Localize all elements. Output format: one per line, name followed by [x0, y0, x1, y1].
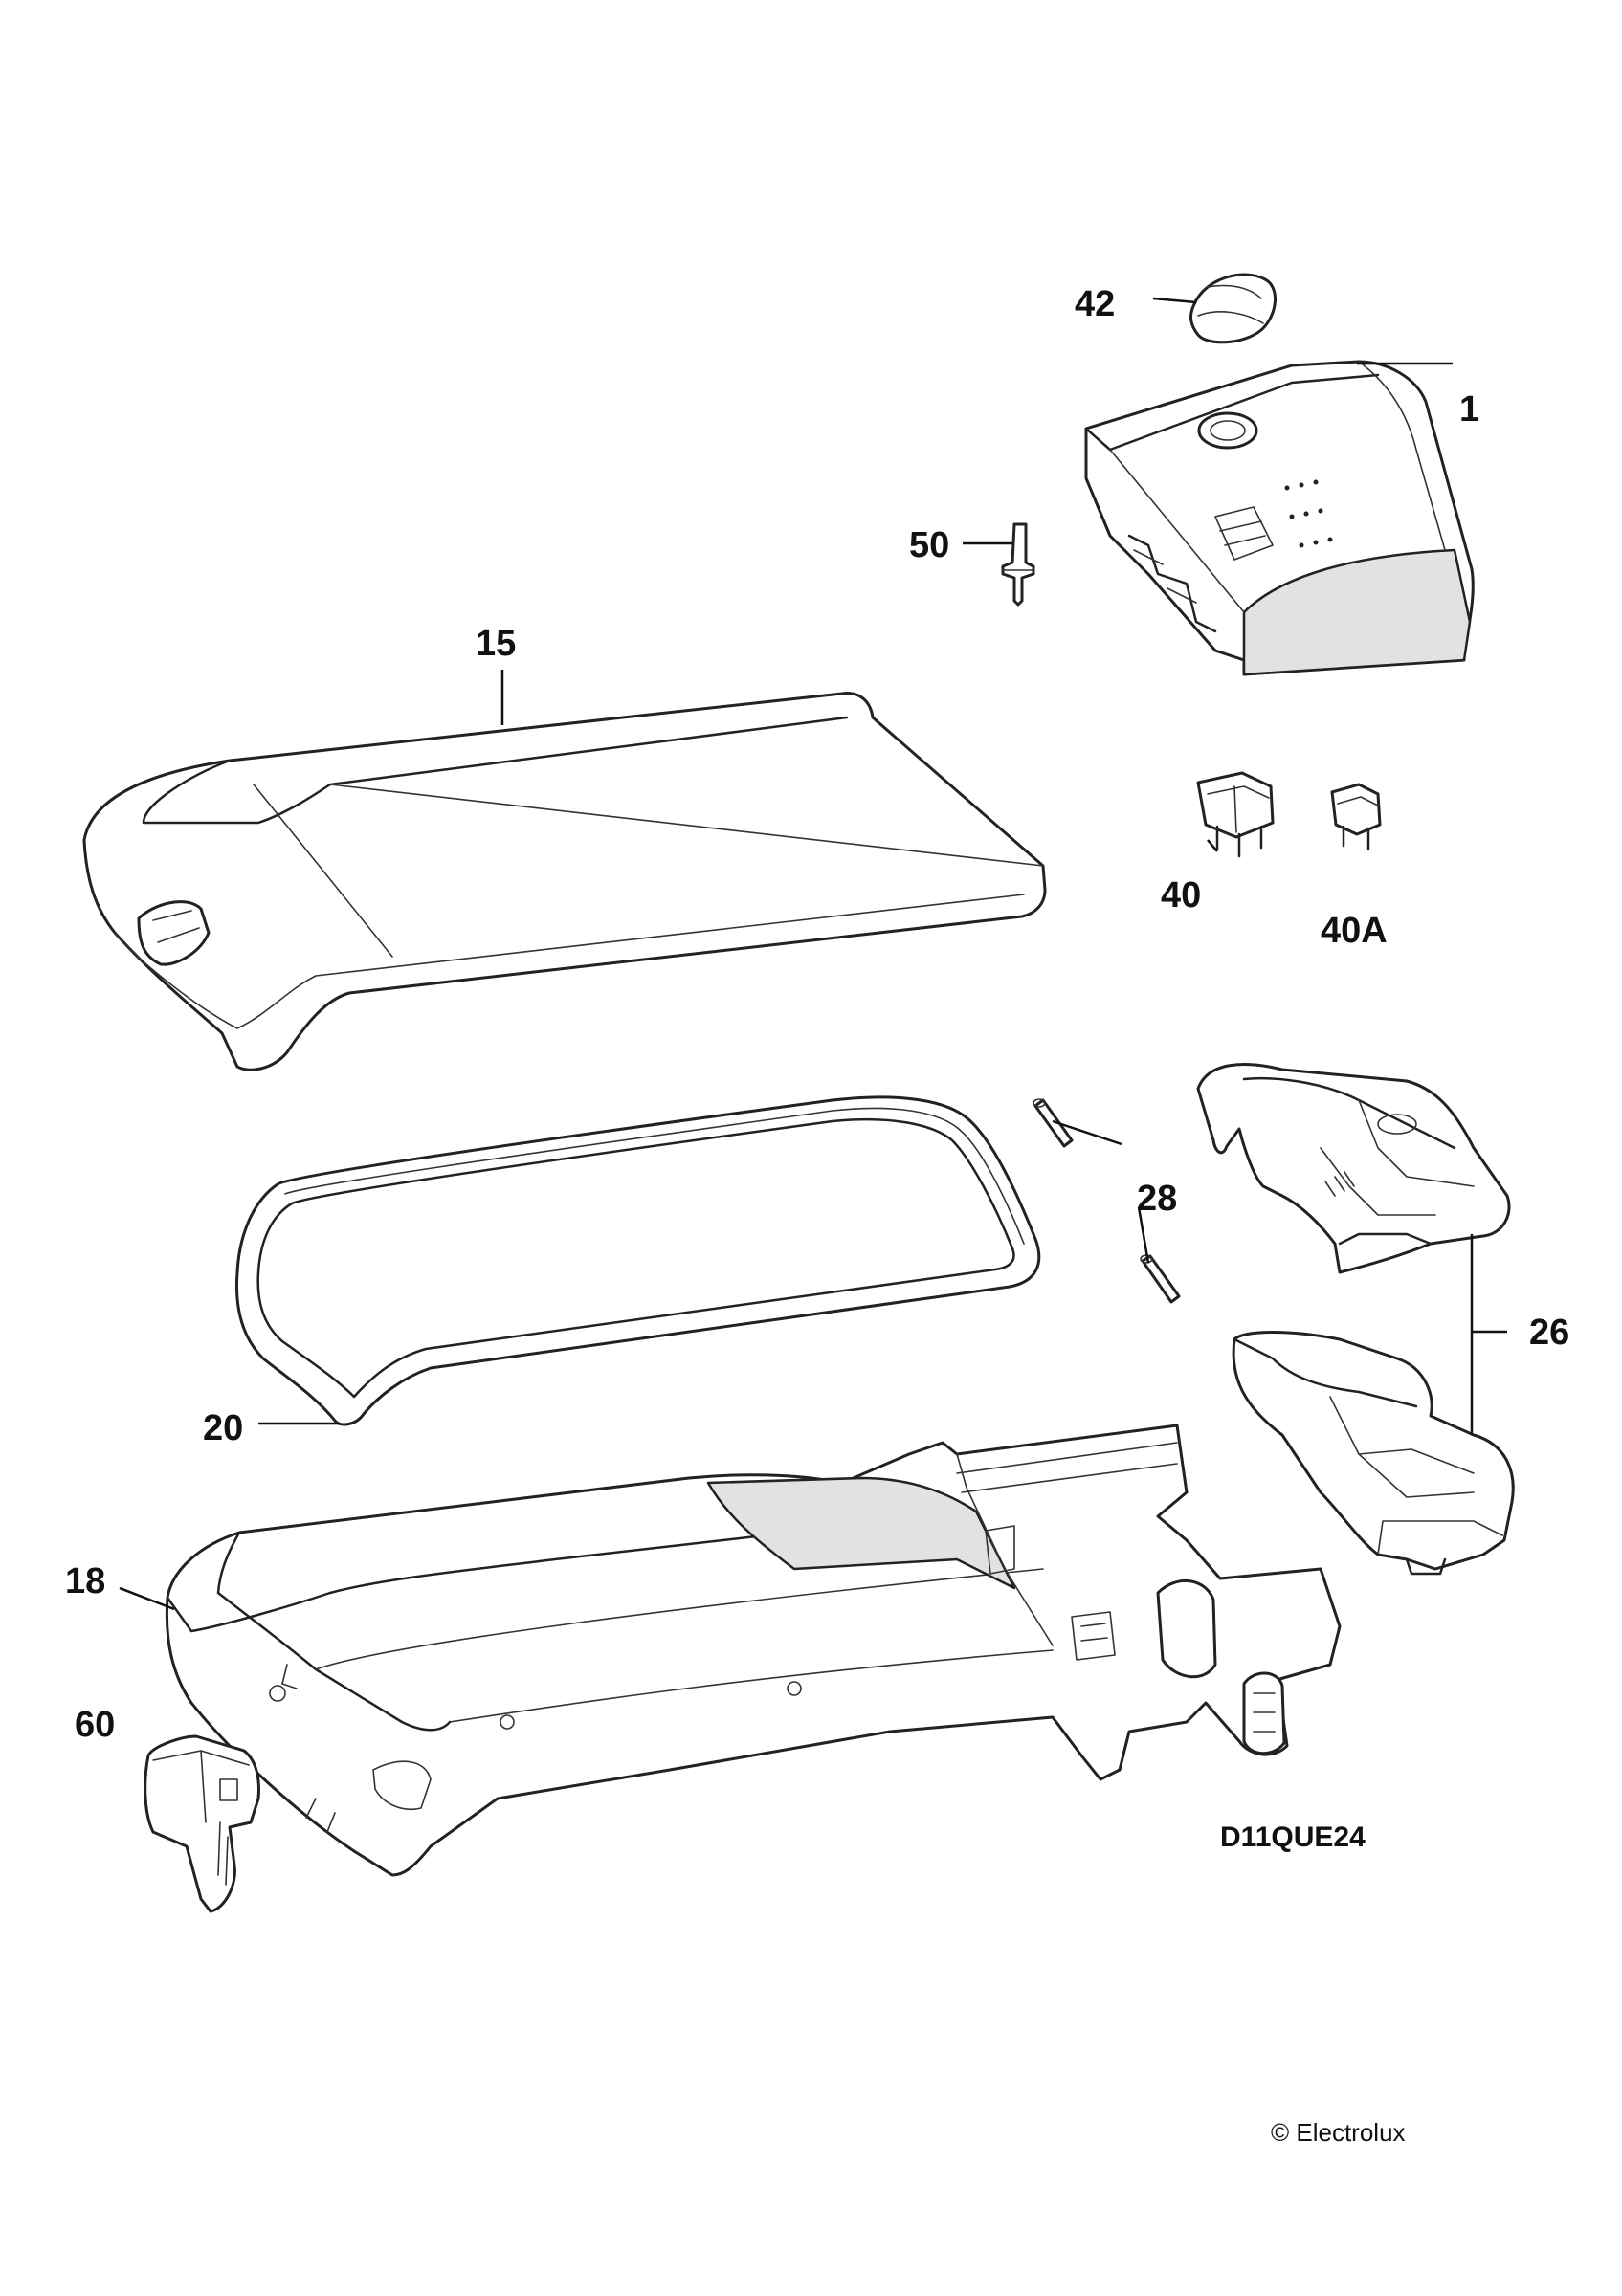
- label-part-15: 15: [476, 624, 516, 664]
- label-part-1: 1: [1459, 389, 1479, 430]
- copyright: © Electrolux: [1271, 2118, 1406, 2147]
- label-part-26: 26: [1529, 1313, 1569, 1353]
- label-part-42: 42: [1075, 284, 1115, 324]
- part-20-seal: [235, 1095, 1041, 1426]
- label-part-40: 40: [1161, 875, 1201, 916]
- label-part-28: 28: [1137, 1179, 1177, 1219]
- label-part-18: 18: [65, 1561, 105, 1601]
- part-60-latch: [144, 1734, 260, 1913]
- leader-lines: [119, 297, 1507, 1611]
- label-part-20: 20: [203, 1408, 243, 1448]
- part-26-upper-frame: [1196, 1063, 1511, 1274]
- part-26-lower-frame: [1232, 1331, 1515, 1576]
- label-part-40a: 40A: [1321, 911, 1388, 951]
- part-42-knob: [1189, 273, 1278, 344]
- label-part-60: 60: [75, 1705, 115, 1745]
- diagram-code: D11QUE24: [1220, 1821, 1366, 1853]
- part-40a-switch: [1330, 783, 1382, 851]
- part-18-base-tray: [165, 1424, 1342, 1877]
- part-1-control-housing: [1084, 360, 1475, 676]
- part-50-pin: [1001, 522, 1035, 607]
- part-15-lid: [82, 692, 1047, 1071]
- part-40-switch: [1196, 771, 1275, 858]
- label-part-50: 50: [909, 525, 949, 565]
